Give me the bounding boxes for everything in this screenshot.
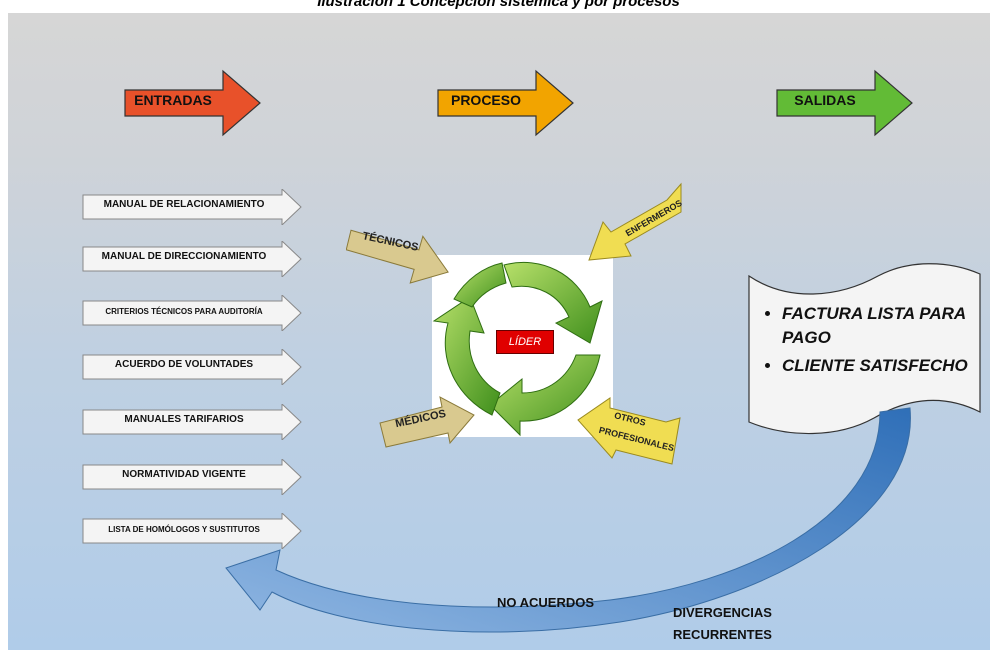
enfermeros-arrow xyxy=(588,182,682,261)
input-label: LISTA DE HOMÓLOGOS Y SUSTITUTOS xyxy=(108,525,260,534)
input-arrow: MANUAL DE RELACIONAMIENTO xyxy=(82,189,304,225)
divergencias-label: DIVERGENCIAS xyxy=(673,605,772,620)
output-item: CLIENTE SATISFECHO xyxy=(782,354,987,378)
input-arrow: LISTA DE HOMÓLOGOS Y SUSTITUTOS xyxy=(82,513,304,549)
proceso-arrow: PROCESO xyxy=(436,68,576,138)
salidas-arrow: SALIDAS xyxy=(775,68,915,138)
figure-caption: Ilustración 1 Concepción sistémica y por… xyxy=(317,0,680,10)
input-arrow: MANUAL DE DIRECCIONAMIENTO xyxy=(82,241,304,277)
input-arrow: MANUALES TARIFARIOS xyxy=(82,404,304,440)
no-acuerdos-label: NO ACUERDOS xyxy=(497,595,595,610)
input-arrow: CRITERIOS TÉCNICOS PARA AUDITORÍA xyxy=(82,295,304,331)
cycle-arrows-icon xyxy=(432,261,603,437)
outputs-document: FACTURA LISTA PARA PAGO CLIENTE SATISFEC… xyxy=(748,262,983,442)
entradas-arrow: ENTRADAS xyxy=(123,68,263,138)
tecnicos-arrow xyxy=(346,229,449,284)
proceso-label: PROCESO xyxy=(450,92,521,108)
recurrentes-label: RECURRENTES xyxy=(673,627,772,642)
input-label: MANUALES TARIFARIOS xyxy=(124,414,244,425)
otros-profesionales-arrow xyxy=(577,397,681,465)
medicos-arrow xyxy=(379,396,475,448)
input-label: ACUERDO DE VOLUNTADES xyxy=(114,359,254,370)
input-label: MANUAL DE DIRECCIONAMIENTO xyxy=(101,251,267,262)
input-arrow: ACUERDO DE VOLUNTADES xyxy=(82,349,304,385)
salidas-label: SALIDAS xyxy=(794,92,856,108)
lider-box: LÍDER xyxy=(496,330,554,354)
entradas-label: ENTRADAS xyxy=(134,92,212,108)
input-label: NORMATIVIDAD VIGENTE xyxy=(122,469,246,480)
outputs-list: FACTURA LISTA PARA PAGO CLIENTE SATISFEC… xyxy=(762,302,987,382)
input-label: CRITERIOS TÉCNICOS PARA AUDITORÍA xyxy=(105,307,263,316)
output-item: FACTURA LISTA PARA PAGO xyxy=(782,302,987,350)
feedback-loop-arrow xyxy=(225,407,911,633)
input-label: MANUAL DE RELACIONAMIENTO xyxy=(103,199,265,210)
input-arrow: NORMATIVIDAD VIGENTE xyxy=(82,459,304,495)
